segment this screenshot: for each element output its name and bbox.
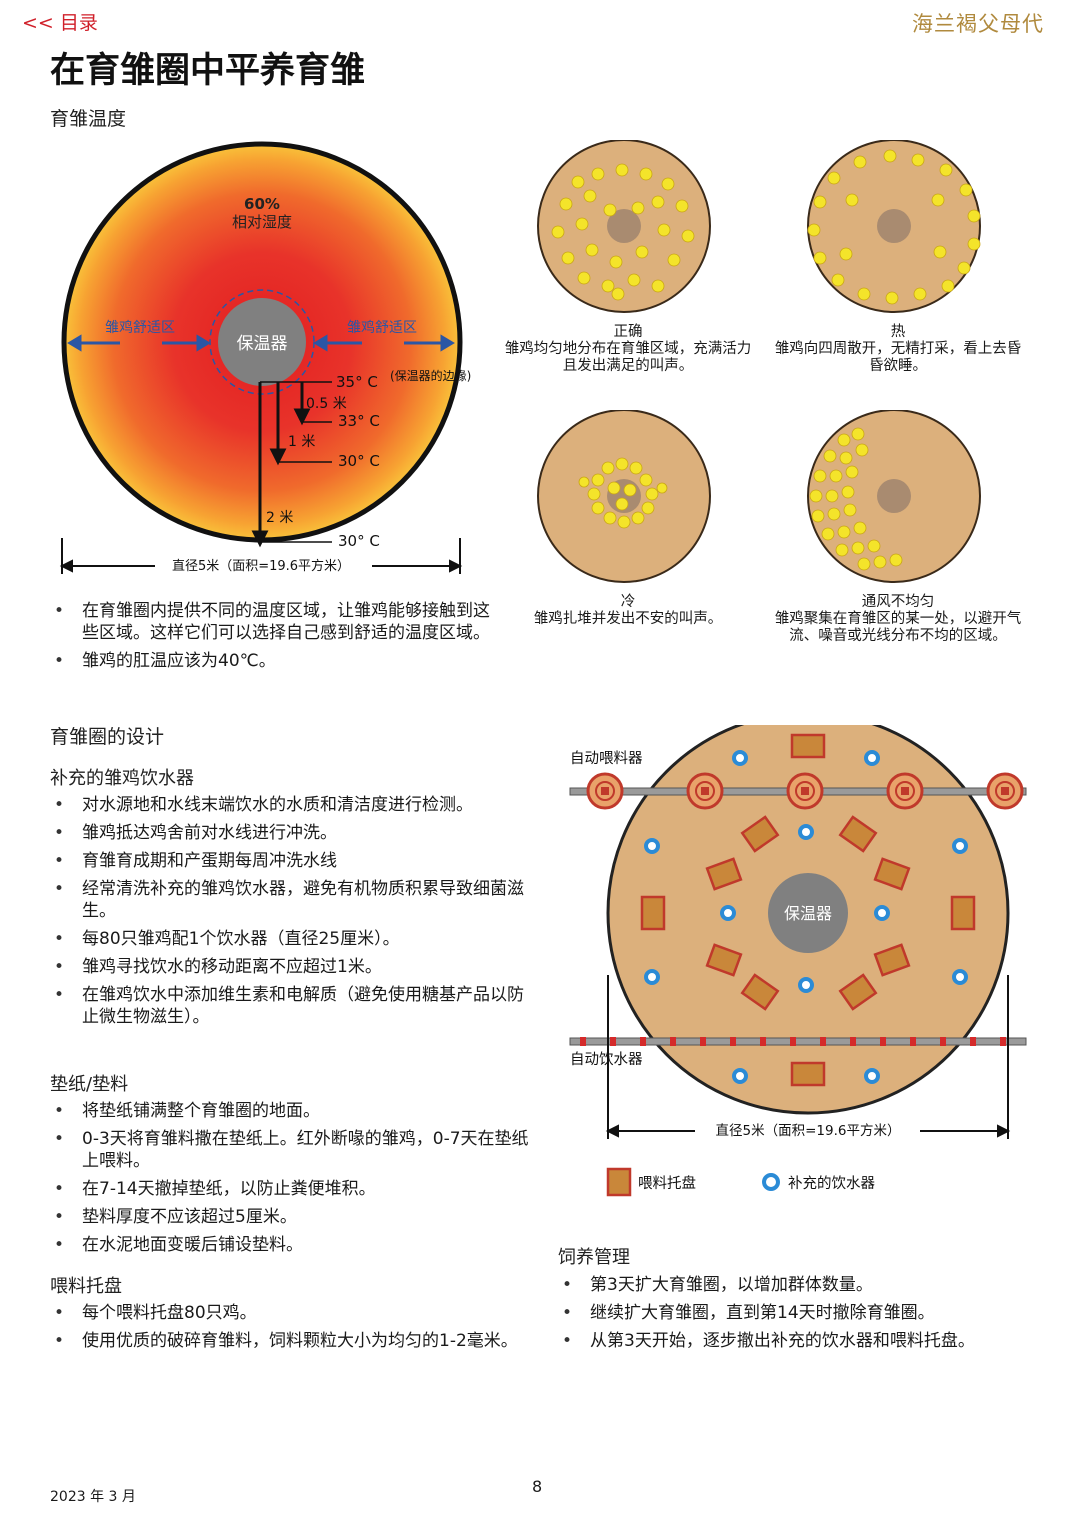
brooding-layout-diagram: 自动喂料器 自动饮水器 保温器 xyxy=(569,725,1027,1197)
tray-heading: 喂料托盘 xyxy=(50,1276,122,1297)
list-item: 对水源地和水线末端饮水的水质和清洁度进行检测。 xyxy=(50,794,530,816)
distribution-caption-correct: 正确 雏鸡均匀地分布在育雏区域，充满活力且发出满足的叫声。 xyxy=(498,324,758,375)
comfort-zone-arrows xyxy=(67,334,455,352)
litter-bullets: 将垫纸铺满整个育雏圈的地面。 0-3天将育雏料撒在垫纸上。红外断喙的雏鸡，0-7… xyxy=(50,1100,530,1262)
list-item: 育雏育成期和产蛋期每周冲洗水线 xyxy=(50,850,530,872)
distribution-cold: 冷 雏鸡扎堆并发出不安的叫声。 xyxy=(498,409,758,628)
chick-circle-uneven-figure xyxy=(807,409,981,583)
management-heading: 饲养管理 xyxy=(558,1247,630,1268)
distribution-caption-hot: 热 雏鸡向四周散开，无精打采，看上去昏昏欲睡。 xyxy=(768,324,1028,375)
temperature-zone-diagram: 保温器 60% 相对湿度 雏鸡舒适区 雏鸡舒适区 35° C (保温器的边缘) … xyxy=(59,141,471,574)
distance-2m-label: 2 米 xyxy=(266,510,293,526)
water-bullets: 对水源地和水线末端饮水的水质和清洁度进行检测。 雏鸡抵达鸡舍前对水线进行冲洗。 … xyxy=(50,794,530,1034)
list-item: 使用优质的破碎育雏料，饲料颗粒大小为均匀的1-2毫米。 xyxy=(50,1330,540,1352)
legend-drinker-icon xyxy=(762,1173,780,1191)
distribution-hot: 热 雏鸡向四周散开，无精打采，看上去昏昏欲睡。 xyxy=(768,139,1028,375)
heater-edge-label: (保温器的边缘) xyxy=(390,368,471,383)
list-item: 在水泥地面变暖后铺设垫料。 xyxy=(50,1234,530,1256)
distance-arrows xyxy=(251,381,332,548)
page-number: 8 xyxy=(532,1477,543,1496)
page-title: 在育雏圈中平养育雏 xyxy=(50,51,366,91)
legend-tray-label: 喂料托盘 xyxy=(638,1174,696,1192)
caption-title: 冷 xyxy=(620,594,636,610)
back-to-contents-link[interactable]: << 目录 xyxy=(22,12,98,34)
layout-heater xyxy=(768,873,848,953)
brand-name: 海兰褐父母代 xyxy=(912,12,1044,36)
tray-bullets: 每个喂料托盘80只鸡。 使用优质的破碎育雏料，饲料颗粒大小为均匀的1-2毫米。 xyxy=(50,1302,540,1358)
diameter-label: 直径5米（面积=19.6平方米） xyxy=(172,558,350,574)
list-item: 0-3天将育雏料撒在垫纸上。红外断喙的雏鸡，0-7天在垫纸上喂料。 xyxy=(50,1128,530,1172)
legend-drinker-label: 补充的饮水器 xyxy=(788,1175,875,1192)
distribution-correct: 正确 雏鸡均匀地分布在育雏区域，充满活力且发出满足的叫声。 xyxy=(498,139,758,375)
distance-1m-label: 1 米 xyxy=(288,434,315,450)
temp-30a-label: 30° C xyxy=(338,452,380,470)
feed-trays xyxy=(640,733,976,1087)
layout-diameter-dimension xyxy=(605,975,1011,1139)
supplementary-drinkers xyxy=(644,750,968,1084)
list-item: 第3天扩大育雏圈，以增加群体数量。 xyxy=(558,1274,1028,1296)
temp-35-label: 35° C xyxy=(336,373,378,391)
auto-feeder-label: 自动喂料器 xyxy=(570,750,643,767)
distribution-caption-uneven: 通风不均匀 雏鸡聚集在育雏区的某一处，以避开气流、噪音或光线分布不均的区域。 xyxy=(768,594,1028,645)
list-item: 雏鸡抵达鸡舍前对水线进行冲洗。 xyxy=(50,822,530,844)
diameter-dimension-line xyxy=(59,538,463,574)
management-bullets: 第3天扩大育雏圈，以增加群体数量。 继续扩大育雏圈，直到第14天时撤除育雏圈。 … xyxy=(558,1274,1028,1358)
caption-title: 通风不均匀 xyxy=(861,594,935,610)
legend-tray-icon xyxy=(606,1167,632,1197)
temperature-heading: 育雏温度 xyxy=(50,108,127,130)
humidity-value: 60% xyxy=(244,195,280,213)
layout-legend: 喂料托盘 补充的饮水器 xyxy=(606,1167,875,1197)
list-item: 在育雏圈内提供不同的温度区域，让雏鸡能够接触到这些区域。这样它们可以选择自己感到… xyxy=(50,600,500,644)
auto-feeders xyxy=(586,772,1024,810)
list-item: 将垫纸铺满整个育雏圈的地面。 xyxy=(50,1100,530,1122)
caption-text: 雏鸡均匀地分布在育雏区域，充满活力且发出满足的叫声。 xyxy=(504,341,752,374)
caption-text: 雏鸡扎堆并发出不安的叫声。 xyxy=(533,611,723,627)
caption-title: 热 xyxy=(890,324,906,340)
design-heading: 育雏圈的设计 xyxy=(50,726,165,748)
temp-33-label: 33° C xyxy=(338,412,380,430)
caption-text: 雏鸡聚集在育雏区的某一处，以避开气流、噪音或光线分布不均的区域。 xyxy=(774,611,1022,644)
temp-30b-label: 30° C xyxy=(338,532,380,550)
auto-drinker-label: 自动饮水器 xyxy=(570,1051,643,1068)
litter-heading: 垫纸/垫料 xyxy=(50,1074,129,1095)
drinker-line xyxy=(569,1037,1027,1046)
caption-title: 正确 xyxy=(613,324,643,340)
chick-circle-hot-figure xyxy=(807,139,981,313)
drinker-nipples xyxy=(580,1037,1006,1046)
distance-05m-label: 0.5 米 xyxy=(306,396,347,412)
list-item: 在7-14天撤掉垫纸，以防止粪便堆积。 xyxy=(50,1178,530,1200)
list-item: 每个喂料托盘80只鸡。 xyxy=(50,1302,540,1324)
list-item: 在雏鸡饮水中添加维生素和电解质（避免使用糖基产品以防止微生物滋生）。 xyxy=(50,984,530,1028)
list-item: 继续扩大育雏圈，直到第14天时撤除育雏圈。 xyxy=(558,1302,1028,1324)
distribution-caption-cold: 冷 雏鸡扎堆并发出不安的叫声。 xyxy=(498,594,758,628)
comfort-zone-right-label: 雏鸡舒适区 xyxy=(347,319,417,336)
footer-date: 2023 年 3 月 xyxy=(50,1489,136,1505)
list-item: 垫料厚度不应该超过5厘米。 xyxy=(50,1206,530,1228)
list-item: 雏鸡寻找饮水的移动距离不应超过1米。 xyxy=(50,956,530,978)
heater-edge-ring xyxy=(209,289,315,395)
list-item: 每80只雏鸡配1个饮水器（直径25厘米）。 xyxy=(50,928,530,950)
temperature-bullets: 在育雏圈内提供不同的温度区域，让雏鸡能够接触到这些区域。这样它们可以选择自己感到… xyxy=(50,600,500,678)
list-item: 经常清洗补充的雏鸡饮水器，避免有机物质积累导致细菌滋生。 xyxy=(50,878,530,922)
layout-diameter-label: 直径5米（面积=19.6平方米） xyxy=(716,1123,901,1139)
heater-label: 保温器 xyxy=(237,334,288,354)
heater-disc xyxy=(218,298,306,386)
list-item: 雏鸡的肛温应该为40℃。 xyxy=(50,650,500,672)
water-heading: 补充的雏鸡饮水器 xyxy=(50,768,194,789)
chick-circle-cold-figure xyxy=(537,409,711,583)
list-item: 从第3天开始，逐步撤出补充的饮水器和喂料托盘。 xyxy=(558,1330,1028,1352)
humidity-label: 相对湿度 xyxy=(232,213,292,231)
chick-circle-correct-figure xyxy=(537,139,711,313)
layout-heater-label: 保温器 xyxy=(784,904,832,923)
caption-text: 雏鸡向四周散开，无精打采，看上去昏昏欲睡。 xyxy=(774,341,1022,374)
comfort-zone-left-label: 雏鸡舒适区 xyxy=(105,319,175,336)
distribution-uneven: 通风不均匀 雏鸡聚集在育雏区的某一处，以避开气流、噪音或光线分布不均的区域。 xyxy=(768,409,1028,645)
